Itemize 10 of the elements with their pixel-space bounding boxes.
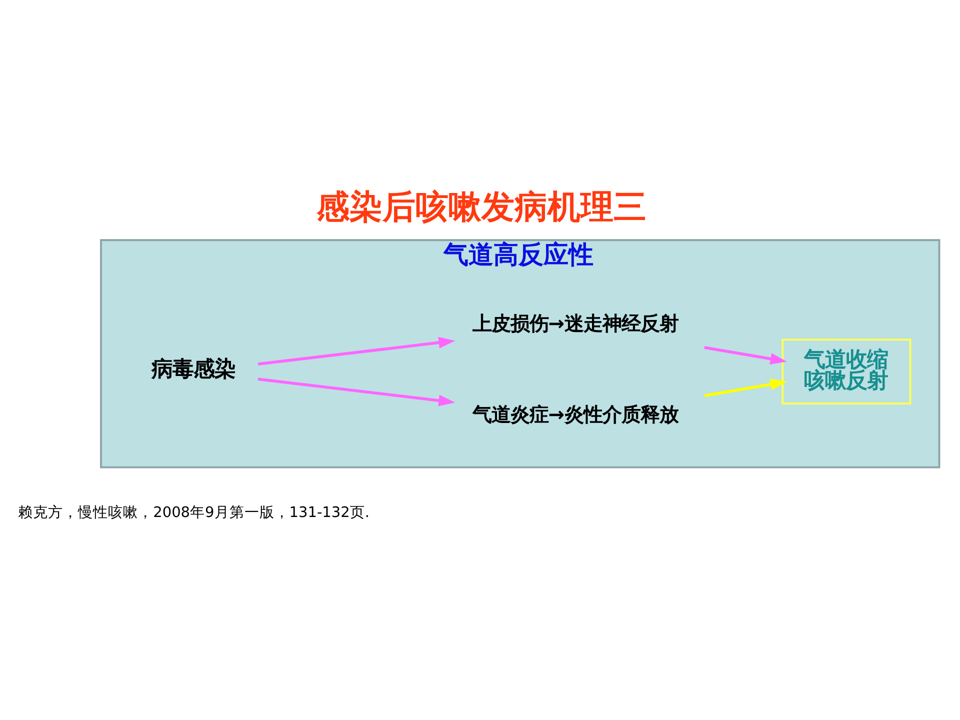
node-text: 气道炎症→炎性介质释放 [472, 402, 678, 426]
arrow [258, 378, 456, 406]
node-text: 上皮损伤→迷走神经反射 [472, 312, 678, 336]
node-box: 气道收缩 咳嗽反射 [782, 338, 912, 404]
arrow [704, 378, 787, 398]
caption: 赖克方，慢性咳嗽，2008年9月第一版，131-132页. [18, 505, 370, 522]
arrow [258, 336, 456, 366]
node-text: 病毒感染 [151, 357, 236, 382]
arrow [704, 346, 787, 364]
diagram-title: 感染后咳嗽发病机理三 [316, 187, 647, 226]
